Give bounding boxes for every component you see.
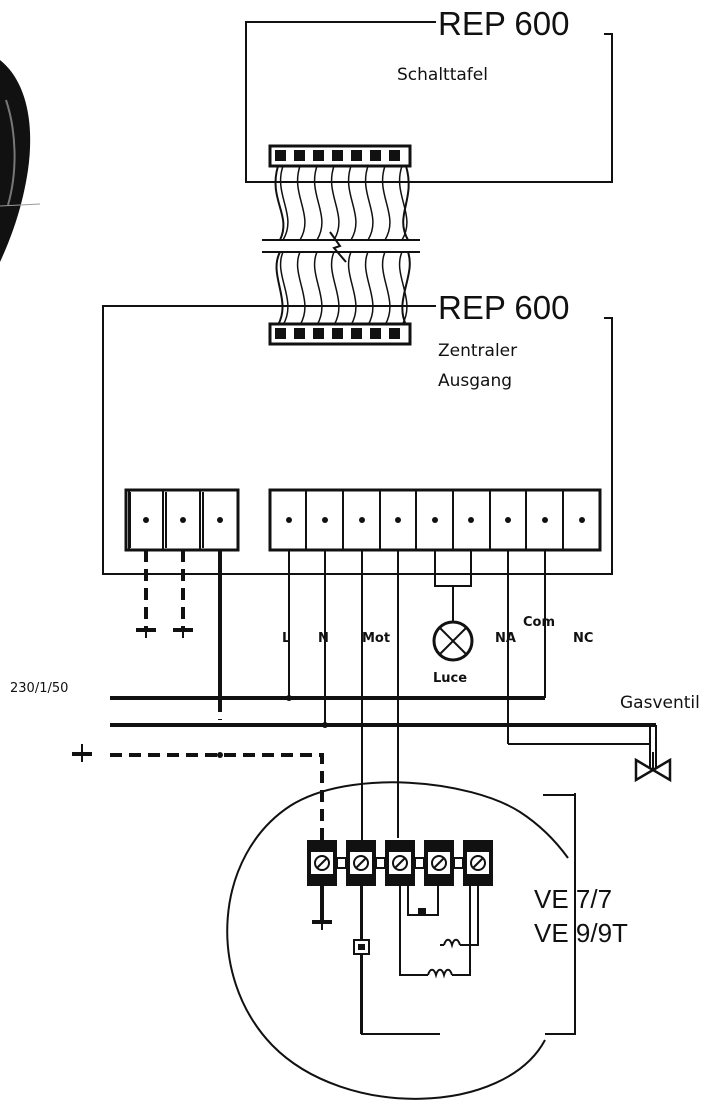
label-com: Com	[523, 615, 555, 630]
earth-icon	[173, 628, 193, 638]
fan-model-1: VE 7/7	[534, 884, 612, 914]
fan-terminal	[346, 840, 376, 886]
ribbon-cable	[262, 165, 420, 326]
label-l: L	[282, 631, 290, 646]
label-n: N	[318, 631, 329, 646]
label-na: NA	[495, 631, 516, 646]
fan-wiring	[312, 886, 479, 1035]
label-luce: Luce	[433, 671, 467, 686]
terminal-labels: L N Mot NA Com NC Luce	[282, 615, 593, 686]
earth-terminal-block	[124, 488, 240, 552]
top-connector	[268, 144, 412, 168]
earth-leads	[144, 550, 222, 720]
fan-terminal	[424, 840, 454, 886]
main-connector	[268, 322, 412, 346]
lamp-icon	[432, 620, 474, 662]
fan-terminal	[463, 840, 493, 886]
top-connector-pins	[275, 150, 400, 161]
earth-icon	[72, 744, 92, 762]
fan-terminal	[385, 840, 415, 886]
fan-model-2: VE 9/9T	[534, 918, 628, 948]
label-nc: NC	[573, 631, 593, 646]
main-panel-box	[102, 305, 613, 575]
fan-unit: VE 7/7 VE 9/9T	[226, 781, 628, 1100]
earth-icon	[312, 920, 332, 930]
top-panel-model: REP 600	[438, 5, 569, 42]
valve-icon	[634, 752, 672, 783]
fan-terminal	[307, 840, 337, 886]
valve-label: Gasventil	[620, 693, 700, 713]
top-panel-box	[245, 21, 613, 183]
main-panel-caption-1: Zentraler	[438, 341, 517, 361]
main-panel: REP 600 Zentraler Ausgang	[102, 289, 613, 575]
main-terminal-block	[268, 488, 602, 552]
supply-label: 230/1/50	[10, 681, 68, 696]
top-panel-caption: Schalttafel	[397, 65, 488, 85]
cable-graphic	[0, 60, 41, 262]
label-mot: Mot	[362, 631, 390, 646]
main-panel-caption-2: Ausgang	[438, 371, 512, 391]
terminal-leads	[288, 550, 546, 1034]
supply-lines: 230/1/50	[10, 681, 656, 842]
earth-symbols	[136, 628, 193, 638]
top-panel: REP 600 Schalttafel	[245, 5, 613, 183]
gas-valve-circuit: Gasventil	[508, 693, 700, 783]
earth-icon	[136, 628, 156, 638]
main-panel-model: REP 600	[438, 289, 569, 326]
fan-terminal-strip	[307, 840, 493, 886]
